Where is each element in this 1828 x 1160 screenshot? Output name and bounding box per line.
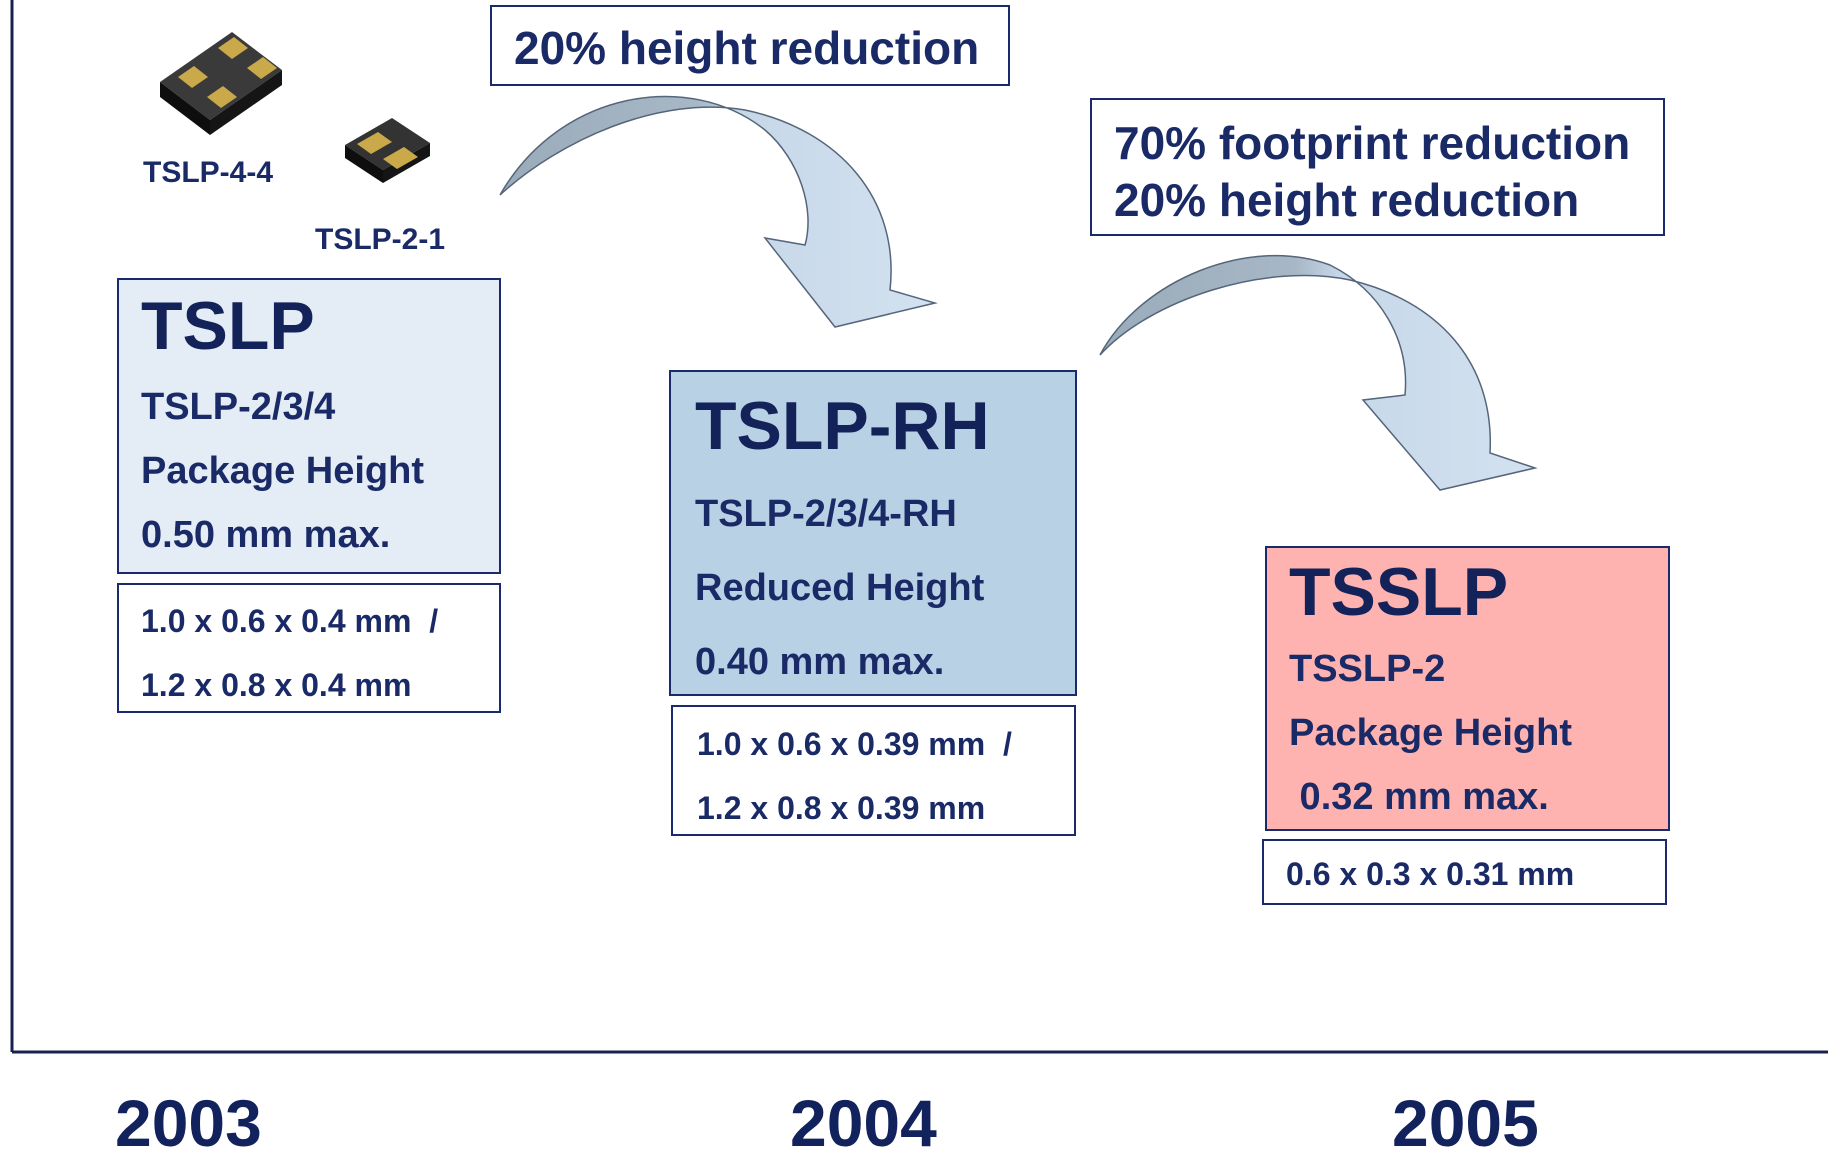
chip-tslp-2-1-icon (345, 118, 430, 183)
package-card-tsslp: TSSLP TSSLP-2 Package Height 0.32 mm max… (1265, 546, 1670, 831)
chip-label-tslp-4-4: TSLP-4-4 (143, 156, 274, 189)
callout-height-reduction: 20% height reduction (490, 5, 1010, 86)
package-height-value: 0.40 mm max. (695, 641, 945, 683)
package-dims-line2: 1.2 x 0.8 x 0.4 mm (141, 667, 412, 703)
callout-text: 20% height reduction (514, 22, 980, 74)
package-dims-line1: 1.0 x 0.6 x 0.4 mm / (141, 603, 439, 639)
callout-text-line2: 20% height reduction (1114, 174, 1580, 226)
package-dims-line1: 0.6 x 0.3 x 0.31 mm (1286, 856, 1575, 892)
package-height-label: Package Height (141, 450, 424, 492)
package-title: TSLP (141, 288, 315, 364)
package-height-value: 0.32 mm max. (1289, 776, 1549, 818)
package-dims-tsslp: 0.6 x 0.3 x 0.31 mm (1262, 839, 1667, 905)
package-height-value: 0.50 mm max. (141, 514, 391, 556)
package-dims-line2: 1.2 x 0.8 x 0.39 mm (697, 790, 986, 826)
chip-tslp-4-4-icon (160, 32, 282, 135)
package-card-tslp: TSLP TSLP-2/3/4 Package Height 0.50 mm m… (117, 278, 501, 574)
package-variants: TSSLP-2 (1289, 648, 1446, 690)
chip-label-tslp-2-1: TSLP-2-1 (315, 223, 446, 256)
package-dims-tslp: 1.0 x 0.6 x 0.4 mm / 1.2 x 0.8 x 0.4 mm (117, 583, 501, 713)
package-height-label: Package Height (1289, 712, 1572, 754)
year-label-2005: 2005 (1392, 1086, 1539, 1160)
package-card-tslp-rh: TSLP-RH TSLP-2/3/4-RH Reduced Height 0.4… (669, 370, 1077, 696)
year-label-2003: 2003 (115, 1086, 262, 1160)
package-variants: TSLP-2/3/4 (141, 386, 336, 428)
curved-arrow-1 (499, 95, 938, 328)
package-dims-tslp-rh: 1.0 x 0.6 x 0.39 mm / 1.2 x 0.8 x 0.39 m… (671, 705, 1076, 836)
callout-text-line1: 70% footprint reduction (1114, 117, 1631, 169)
package-dims-line1: 1.0 x 0.6 x 0.39 mm / (697, 726, 1012, 762)
package-title: TSLP-RH (695, 388, 990, 464)
package-title: TSSLP (1289, 554, 1509, 630)
package-variants: TSLP-2/3/4-RH (695, 493, 957, 535)
year-label-2004: 2004 (790, 1086, 937, 1160)
package-height-label: Reduced Height (695, 567, 985, 609)
curved-arrow-2 (1099, 254, 1538, 491)
callout-footprint-height-reduction: 70% footprint reduction 20% height reduc… (1090, 98, 1665, 236)
